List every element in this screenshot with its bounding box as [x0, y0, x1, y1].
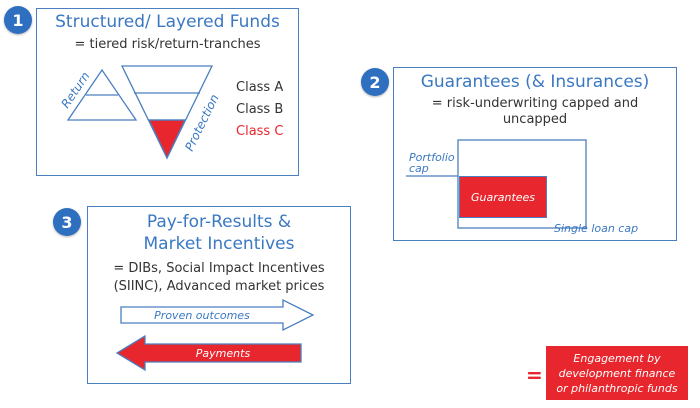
flow-arrows [115, 298, 315, 372]
class-c-tranche [147, 119, 187, 160]
guarantees-subtitle-line1: = risk-underwriting capped and [431, 96, 639, 111]
class-b-label: Class B [236, 102, 284, 117]
tranche-triangles [66, 65, 214, 160]
class-c-label: Class C [236, 124, 284, 139]
payments-label: Payments [195, 346, 251, 360]
guarantees-subtitle-line2: uncapped [502, 112, 568, 127]
portfolio-cap-box [457, 139, 587, 229]
proven-outcomes-arrow [120, 298, 315, 332]
structured-funds-title: Structured/ Layered Funds [55, 12, 280, 32]
pay-for-results-title-line2: Market Incentives [143, 234, 295, 254]
single-loan-cap-label: Single loan cap [554, 222, 639, 235]
structured-funds-subtitle: = tiered risk/return-tranches [74, 37, 261, 52]
class-a-label: Class A [236, 80, 284, 95]
payments-arrow [115, 334, 302, 372]
legend-text: Engagement by development finance or phi… [556, 351, 678, 395]
badge-2: 2 [361, 68, 389, 96]
guarantee-caps-diagram [406, 139, 587, 229]
badge-3: 3 [53, 208, 81, 236]
protection-triangle [120, 65, 214, 160]
badge-1: 1 [4, 6, 32, 34]
pay-for-results-title-line1: Pay-for-Results & [146, 212, 292, 232]
portfolio-cap-label: Portfolio cap [409, 151, 455, 175]
legend-equals: = [526, 363, 543, 387]
guarantees-label: Guarantees [470, 190, 536, 204]
pay-for-results-subtitle-line1: = DIBs, Social Impact Incentives [113, 261, 325, 276]
guarantees-title: Guarantees (& Insurances) [420, 72, 650, 92]
proven-outcomes-label: Proven outcomes [154, 308, 250, 322]
guarantees-box: Guarantees [459, 176, 547, 218]
legend-box: Engagement by development finance or phi… [546, 346, 688, 400]
pay-for-results-subtitle-line2: (SIINC), Advanced market prices [113, 279, 325, 294]
